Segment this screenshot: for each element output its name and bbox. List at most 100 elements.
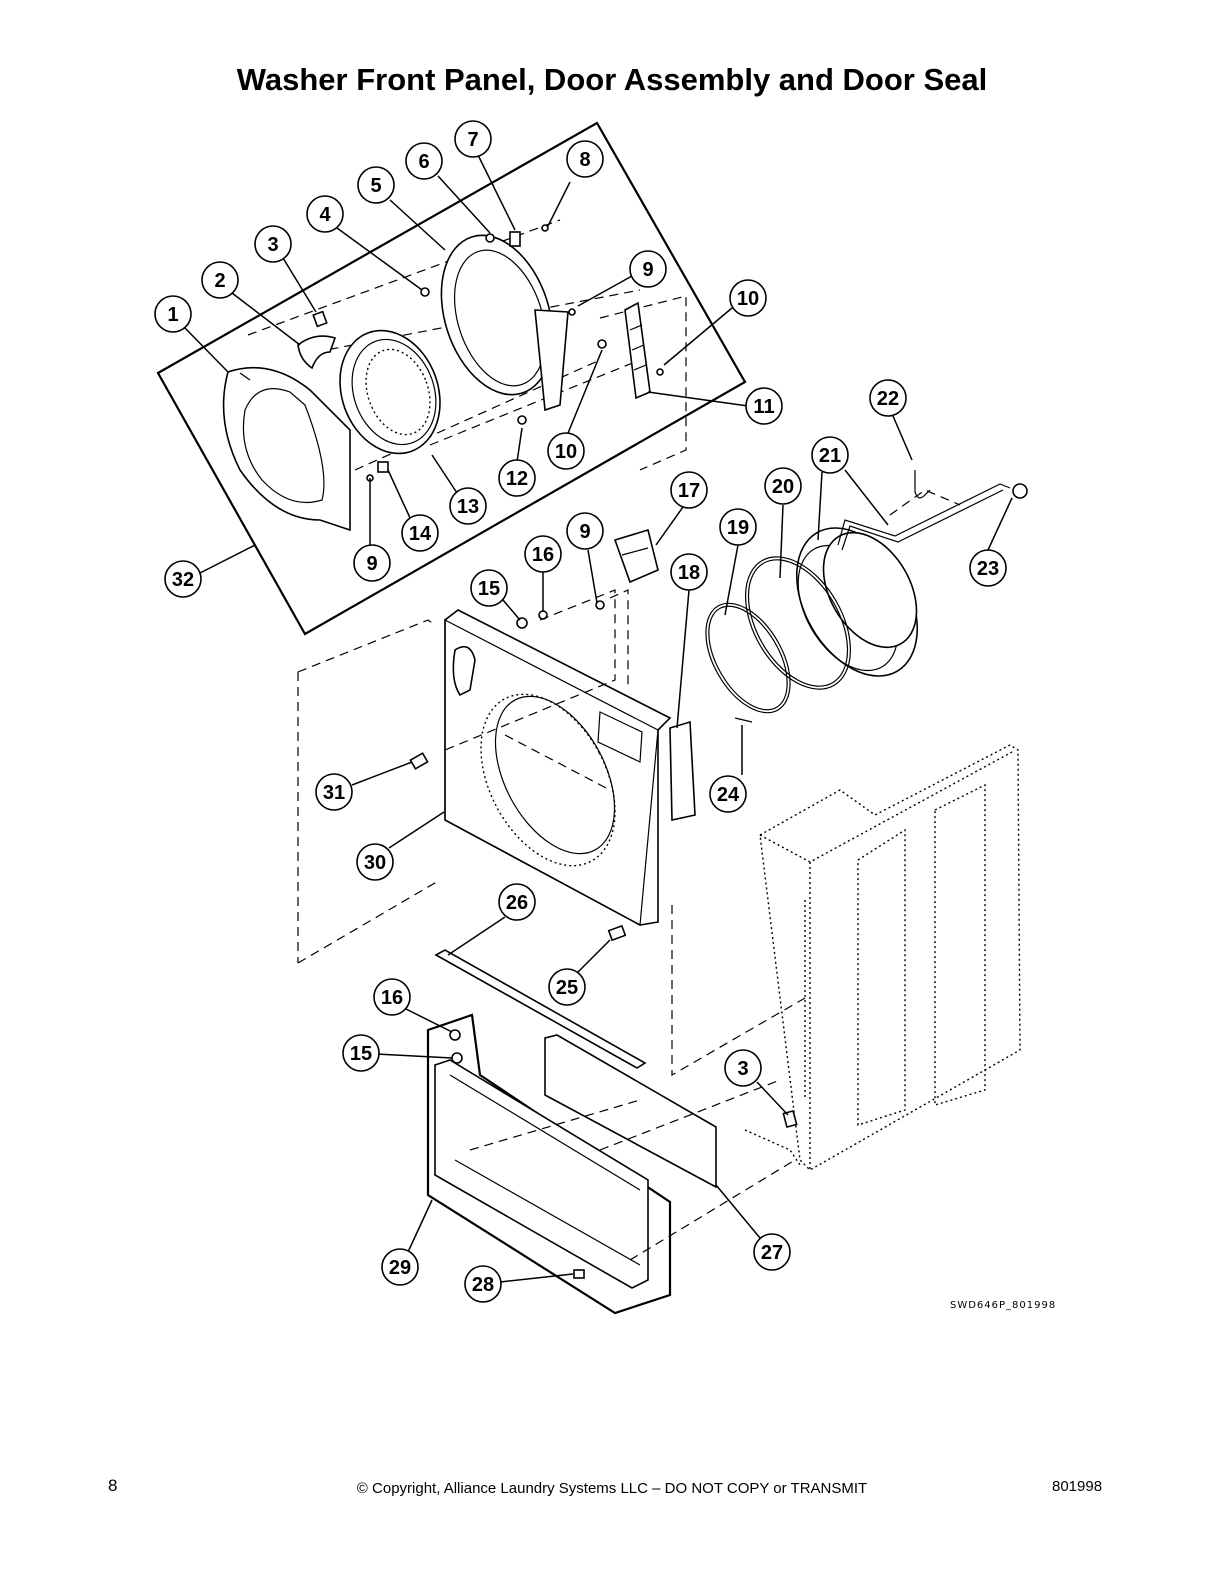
front-panel-alignment-lines bbox=[297, 589, 806, 1077]
callout-27: 27 bbox=[753, 1233, 791, 1271]
part-clip-upper bbox=[312, 310, 328, 328]
callout-28: 28 bbox=[464, 1265, 502, 1303]
svg-text:4: 4 bbox=[319, 204, 331, 226]
callouts: 1 2 3 4 5 6 7 8 9 10 11 10 12 13 14 9 32… bbox=[154, 120, 1007, 1303]
callout-32: 32 bbox=[164, 560, 202, 598]
copyright-notice: © Copyright, Alliance Laundry Systems LL… bbox=[356, 1480, 868, 1497]
callout-10: 10 bbox=[547, 432, 585, 470]
callout-14: 14 bbox=[401, 514, 439, 552]
part-inner-door-ring bbox=[440, 234, 569, 412]
svg-text:30: 30 bbox=[364, 852, 386, 874]
svg-text:24: 24 bbox=[717, 784, 740, 806]
door-seal-group bbox=[705, 470, 1028, 723]
svg-text:19: 19 bbox=[727, 517, 749, 539]
svg-text:26: 26 bbox=[506, 892, 528, 914]
callout-20: 20 bbox=[764, 467, 802, 505]
svg-text:6: 6 bbox=[418, 151, 429, 173]
svg-text:3: 3 bbox=[267, 234, 278, 256]
svg-text:15: 15 bbox=[478, 578, 500, 600]
part-lock-bracket bbox=[669, 720, 696, 821]
part-trim-strip bbox=[434, 949, 647, 1069]
callout-15: 15 bbox=[470, 569, 508, 607]
part-door-handle bbox=[297, 335, 337, 370]
document-number: 801998 bbox=[1052, 1478, 1103, 1495]
svg-text:18: 18 bbox=[678, 562, 700, 584]
callout-26: 26 bbox=[498, 883, 536, 921]
callout-13: 13 bbox=[449, 487, 487, 525]
callout-16: 16 bbox=[524, 535, 562, 573]
svg-text:28: 28 bbox=[472, 1274, 494, 1296]
callout-8: 8 bbox=[566, 140, 604, 178]
callout-9: 9 bbox=[566, 512, 604, 550]
callout-16: 16 bbox=[373, 978, 411, 1016]
svg-text:32: 32 bbox=[172, 569, 194, 591]
front-panel-hardware bbox=[516, 600, 627, 942]
svg-text:9: 9 bbox=[366, 553, 377, 575]
svg-text:1: 1 bbox=[167, 304, 178, 326]
svg-text:17: 17 bbox=[678, 480, 700, 502]
callout-23: 23 bbox=[969, 549, 1007, 587]
svg-text:23: 23 bbox=[977, 558, 999, 580]
part-door-outer-panel bbox=[222, 366, 351, 532]
callout-6: 6 bbox=[405, 142, 443, 180]
callout-9: 9 bbox=[353, 544, 391, 582]
drawing-code: SWD646P_801998 bbox=[950, 1300, 1056, 1311]
svg-text:11: 11 bbox=[753, 396, 774, 418]
part-front-panel bbox=[409, 609, 672, 926]
svg-text:25: 25 bbox=[556, 977, 578, 999]
callout-10: 10 bbox=[729, 279, 767, 317]
part-clip-lower bbox=[782, 1109, 798, 1129]
callout-2: 2 bbox=[201, 261, 239, 299]
svg-text:16: 16 bbox=[381, 987, 403, 1009]
svg-text:5: 5 bbox=[370, 175, 381, 197]
svg-text:8: 8 bbox=[579, 149, 590, 171]
callout-3: 3 bbox=[254, 225, 292, 263]
part-door-glass bbox=[339, 329, 441, 455]
callout-3: 3 bbox=[724, 1049, 762, 1087]
callout-18: 18 bbox=[670, 553, 708, 591]
door-hardware bbox=[366, 224, 664, 482]
svg-text:22: 22 bbox=[877, 388, 899, 410]
svg-text:9: 9 bbox=[579, 521, 590, 543]
svg-text:10: 10 bbox=[555, 441, 577, 463]
callout-22: 22 bbox=[869, 379, 907, 417]
part-lower-panel bbox=[426, 1013, 796, 1315]
svg-text:20: 20 bbox=[772, 476, 794, 498]
svg-text:27: 27 bbox=[761, 1242, 783, 1264]
svg-text:16: 16 bbox=[532, 544, 554, 566]
leader-lines bbox=[184, 154, 1013, 1283]
part-hinge bbox=[624, 301, 651, 400]
svg-text:10: 10 bbox=[737, 288, 759, 310]
callout-30: 30 bbox=[356, 843, 394, 881]
callout-1: 1 bbox=[154, 295, 192, 333]
callout-19: 19 bbox=[719, 508, 757, 546]
svg-text:29: 29 bbox=[389, 1257, 411, 1279]
page-number: 8 bbox=[108, 1476, 118, 1495]
callout-24: 24 bbox=[709, 775, 747, 813]
callout-11: 11 bbox=[745, 387, 783, 425]
callout-21: 21 bbox=[811, 436, 849, 474]
callout-7: 7 bbox=[454, 120, 492, 158]
callout-31: 31 bbox=[315, 773, 353, 811]
callout-17: 17 bbox=[670, 471, 708, 509]
callout-9: 9 bbox=[629, 250, 667, 288]
callout-12: 12 bbox=[498, 459, 536, 497]
callout-25: 25 bbox=[548, 968, 586, 1006]
callout-5: 5 bbox=[357, 166, 395, 204]
svg-text:14: 14 bbox=[409, 523, 432, 545]
part-kick-plate bbox=[544, 1034, 717, 1189]
page-title: Washer Front Panel, Door Assembly and Do… bbox=[236, 62, 988, 97]
svg-text:15: 15 bbox=[350, 1043, 372, 1065]
part-door-lock bbox=[613, 528, 659, 584]
svg-text:2: 2 bbox=[214, 270, 225, 292]
svg-text:9: 9 bbox=[642, 259, 653, 281]
callout-29: 29 bbox=[381, 1248, 419, 1286]
callout-15: 15 bbox=[342, 1034, 380, 1072]
svg-text:21: 21 bbox=[819, 445, 841, 467]
svg-text:12: 12 bbox=[506, 468, 528, 490]
svg-text:13: 13 bbox=[457, 496, 479, 518]
svg-text:7: 7 bbox=[467, 129, 478, 151]
washer-cabinet bbox=[744, 744, 1021, 1171]
svg-text:31: 31 bbox=[323, 782, 345, 804]
